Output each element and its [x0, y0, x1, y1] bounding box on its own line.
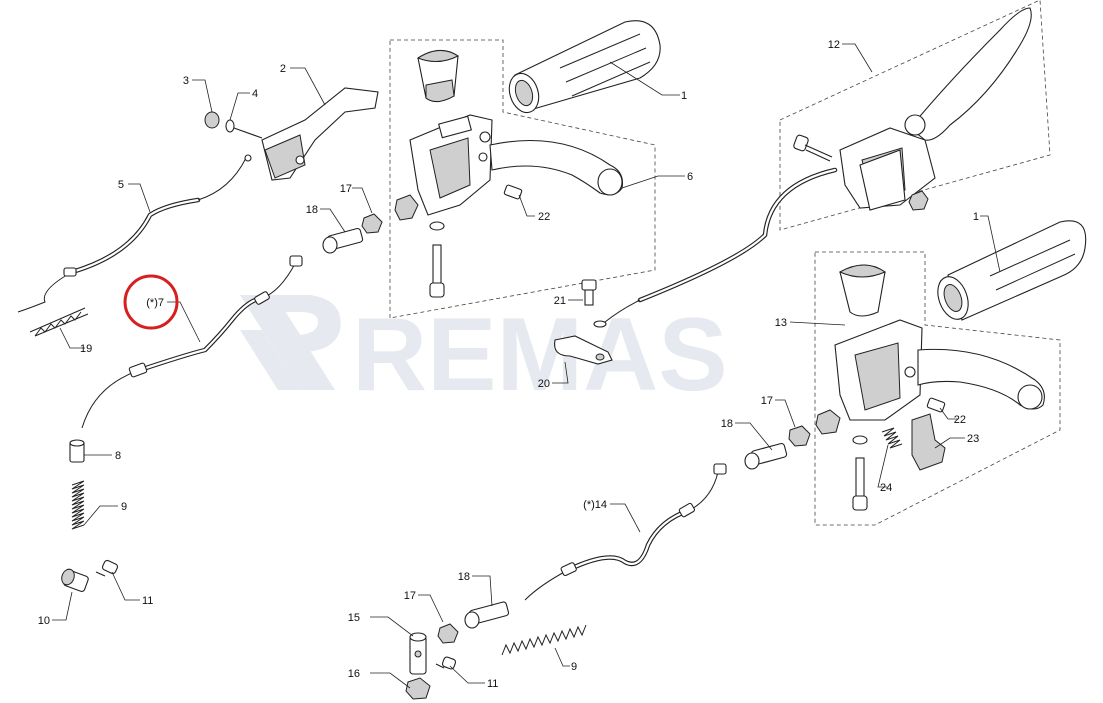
washer-left: [429, 221, 445, 231]
callout-19: 19: [80, 343, 92, 355]
callout-12: 12: [828, 39, 840, 51]
assembly-13-boundary: [814, 251, 1061, 526]
callout-7: (*)7: [146, 297, 164, 309]
callout-17-right: 17: [761, 395, 773, 407]
nut-12: [908, 190, 929, 211]
callout-22-right: 22: [954, 414, 966, 426]
callout-labels: 1 1 2 3 4 5 6 (*)7 8 9 10 11 12 13 (*)14…: [38, 39, 980, 690]
clamp-ring-lower: [838, 264, 887, 317]
callout-18-upper: 18: [306, 204, 318, 216]
pivot-pin-22-right: [926, 397, 946, 413]
spring-24: [881, 427, 903, 449]
handlebar-grip-1-lower: [937, 220, 1087, 321]
nut-16: [405, 677, 431, 700]
callout-1-lower: 1: [973, 211, 979, 223]
callout-18-lower: 18: [458, 571, 470, 583]
callout-21: 21: [554, 295, 566, 307]
callout-9-left: 9: [121, 501, 127, 513]
callout-5: 5: [118, 179, 124, 191]
callout-20: 20: [538, 378, 550, 390]
ferrule-8: [69, 439, 85, 463]
washer-right: [852, 435, 868, 445]
callout-17-lower: 17: [404, 590, 416, 602]
cable-from-12: [593, 167, 838, 328]
highlight-circle: [123, 274, 179, 330]
callout-4: 4: [252, 88, 258, 100]
callout-15: 15: [348, 612, 360, 624]
adjuster-18-lower: [464, 601, 510, 629]
handlebar-grip-1-upper: [508, 20, 661, 114]
callout-11-left: 11: [142, 595, 153, 607]
callout-16: 16: [348, 668, 360, 680]
nut-17-upper: [361, 213, 383, 234]
callout-14: (*)14: [583, 499, 607, 511]
adjuster-18-right: [744, 442, 788, 470]
callout-13: 13: [775, 317, 787, 329]
callout-6: 6: [687, 171, 693, 183]
callout-11-lower: 11: [487, 678, 498, 690]
cable-14: [524, 463, 727, 601]
assembly-12-boundary: [779, 0, 1051, 231]
callout-2: 2: [280, 63, 286, 75]
washer-4: [225, 119, 235, 133]
adjuster-18-upper: [322, 227, 364, 254]
adjuster-nut-right: [815, 409, 841, 435]
cable-7: [81, 255, 303, 429]
bracket-20: [554, 335, 613, 365]
watermark-logo-mark: [240, 295, 341, 390]
callout-8: 8: [115, 450, 121, 462]
bolt-right-bracket: [852, 457, 868, 511]
watermark-text: REMAS: [352, 297, 728, 413]
screw-11-left: [95, 559, 119, 577]
switch-23: [911, 413, 946, 471]
bolt-21: [581, 279, 597, 306]
bolt-left-bracket: [429, 244, 445, 298]
spring-9-lower: [501, 624, 587, 656]
lever-bracket-13: [834, 319, 1045, 421]
sleeve-10: [61, 568, 89, 592]
callout-9-lower: 9: [571, 661, 577, 673]
clip-19: [29, 307, 89, 337]
knob-3: [204, 111, 220, 129]
callout-24: 24: [880, 482, 892, 494]
callout-10: 10: [38, 615, 50, 627]
bolt-12: [793, 134, 833, 162]
nut-17-lower: [437, 623, 459, 644]
callout-23: 23: [967, 433, 979, 445]
rod-2: [233, 127, 263, 139]
screw-11-lower: [435, 656, 457, 670]
nut-17-right: [788, 425, 811, 447]
leader-lines: [52, 43, 1001, 689]
throttle-lever-2: [261, 87, 379, 181]
assembly-6-boundary: [389, 39, 656, 319]
callout-1-upper: 1: [681, 90, 687, 102]
spring-9-left: [71, 480, 85, 530]
cable-5: [17, 154, 252, 313]
adjuster-nut-left: [394, 194, 419, 221]
lever-bracket-6: [409, 114, 624, 216]
callout-17-upper: 17: [340, 183, 352, 195]
connector-15: [409, 632, 427, 675]
remas-watermark: REMAS: [240, 295, 728, 413]
lever-bracket-12: [839, 7, 1032, 211]
callout-18-right: 18: [721, 418, 733, 430]
callout-22-left: 22: [538, 211, 550, 223]
pivot-pin-22-left: [503, 184, 523, 200]
callout-3: 3: [183, 75, 189, 87]
clamp-ring-upper: [416, 49, 459, 103]
